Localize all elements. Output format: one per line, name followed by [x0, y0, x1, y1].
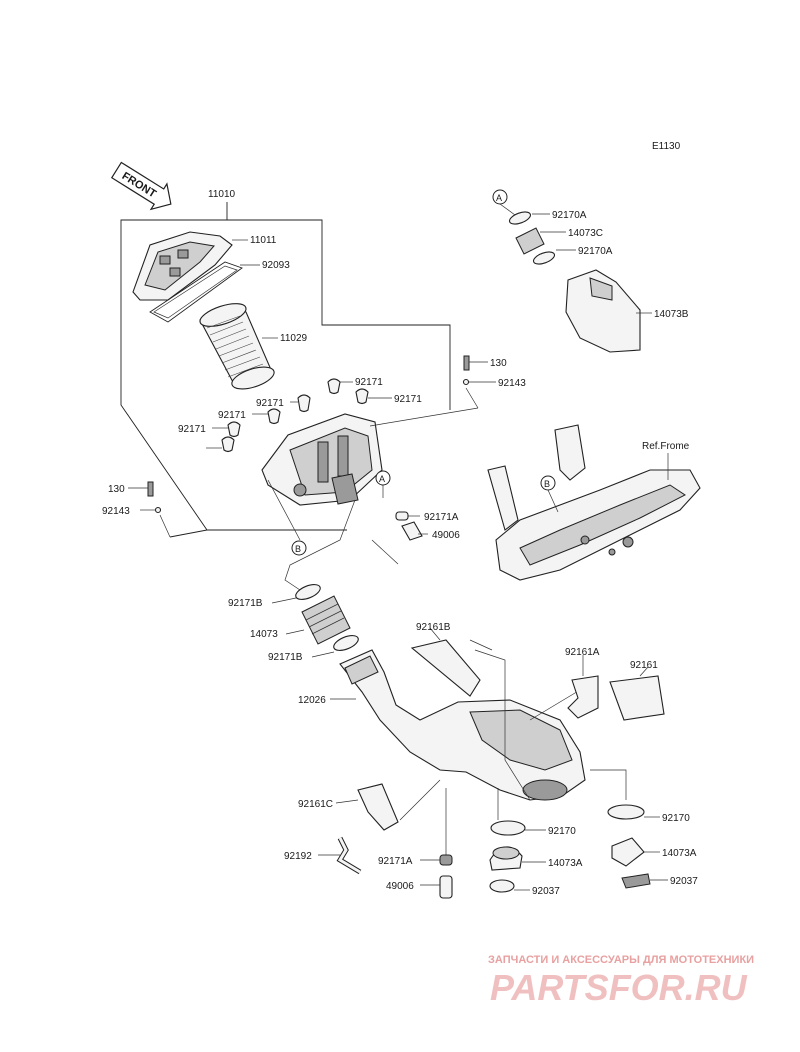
duct-clamps-part — [271, 584, 359, 658]
marker-a-label-2: A — [496, 193, 502, 203]
frame-reference-part: Ref.Frome B — [487, 424, 701, 581]
callout-92161c[interactable]: 92161C — [298, 799, 333, 810]
callout-92171-e[interactable]: 92171 — [178, 424, 206, 435]
callout-labels: 11010 11011 92093 11029 130 92143 92171 … — [102, 189, 698, 897]
marker-b-label: B — [295, 544, 301, 554]
pad-parts — [335, 627, 665, 831]
callout-92171a-upper[interactable]: 92171A — [424, 512, 459, 523]
air-box-housing-part — [261, 407, 479, 506]
marker-a-label: A — [379, 474, 385, 484]
callout-92170a-1[interactable]: 92170A — [552, 210, 587, 221]
air-cleaner-cover-part — [132, 231, 248, 301]
callout-92161b[interactable]: 92161B — [416, 622, 451, 633]
callout-11010[interactable]: 11010 — [208, 189, 236, 200]
callout-49006-upper[interactable]: 49006 — [432, 530, 460, 541]
diagram-code: E1130 — [652, 141, 681, 152]
marker-b-airbox: B — [291, 540, 307, 556]
callout-92192[interactable]: 92192 — [284, 851, 312, 862]
drain-plug-part-upper — [395, 511, 428, 541]
front-arrow-icon: FRONT — [110, 161, 172, 211]
callout-92170-center[interactable]: 92170 — [548, 826, 576, 837]
callout-92037-center[interactable]: 92037 — [532, 886, 560, 897]
watermark-logo: PARTSFOR.RU — [490, 967, 748, 1008]
watermark: ЗАПЧАСТИ И АКСЕССУАРЫ ДЛЯ МОТОТЕХНИКИ PA… — [488, 954, 754, 1008]
callout-14073[interactable]: 14073 — [250, 629, 278, 640]
callout-130-upper[interactable]: 130 — [490, 358, 507, 369]
callout-49006-lower[interactable]: 49006 — [386, 881, 414, 892]
callout-92093[interactable]: 92093 — [262, 260, 290, 271]
callout-92171b-1[interactable]: 92171B — [228, 598, 263, 609]
bolt-part-upper — [462, 355, 496, 409]
intake-duct-part-12026 — [330, 649, 586, 801]
callout-92170a-2[interactable]: 92170A — [578, 246, 613, 257]
marker-b-label-2: B — [544, 479, 550, 489]
air-cleaner-assembly-frame — [120, 202, 451, 538]
leader-lines-airbox — [267, 479, 399, 591]
marker-a-parts: A — [492, 189, 576, 265]
duct-part-14073b — [565, 269, 652, 353]
callout-92171-d[interactable]: 92171 — [218, 410, 246, 421]
watermark-tagline: ЗАПЧАСТИ И АКСЕССУАРЫ ДЛЯ МОТОТЕХНИКИ — [488, 954, 754, 966]
callout-12026[interactable]: 12026 — [298, 695, 326, 706]
drain-plug-part-lower — [420, 788, 453, 899]
gasket-part — [149, 261, 260, 323]
callout-92171-c[interactable]: 92171 — [394, 394, 422, 405]
callout-92170-right[interactable]: 92170 — [662, 813, 690, 824]
callout-14073c[interactable]: 14073C — [568, 228, 603, 239]
callout-92143-left[interactable]: 92143 — [102, 506, 130, 517]
callout-92171b-2[interactable]: 92171B — [268, 652, 303, 663]
callout-14073a-center[interactable]: 14073A — [548, 858, 583, 869]
callout-92171-a[interactable]: 92171 — [355, 377, 383, 388]
callout-92037-right[interactable]: 92037 — [670, 876, 698, 887]
callout-92171a-lower[interactable]: 92171A — [378, 856, 413, 867]
leader-lines-lower — [399, 639, 627, 821]
callout-92161a[interactable]: 92161A — [565, 647, 600, 658]
callout-14073b[interactable]: 14073B — [654, 309, 689, 320]
hose-part-92192 — [318, 836, 362, 875]
callout-92171-b[interactable]: 92171 — [256, 398, 284, 409]
bolt-part-left — [128, 481, 171, 538]
callout-11029[interactable]: 11029 — [280, 333, 308, 344]
clamp-cap-parts-right — [607, 804, 668, 889]
clip-parts — [206, 378, 392, 453]
callout-130-left[interactable]: 130 — [108, 484, 125, 495]
marker-a-airbox: A — [375, 470, 391, 498]
callout-92161[interactable]: 92161 — [630, 660, 658, 671]
callout-14073a-right[interactable]: 14073A — [662, 848, 697, 859]
clamp-cap-parts-center — [489, 820, 546, 893]
air-filter-element-part — [199, 303, 278, 390]
callout-92143-upper[interactable]: 92143 — [498, 378, 526, 389]
ref-frame-label: Ref.Frome — [642, 441, 690, 452]
callout-11011[interactable]: 11011 — [250, 235, 277, 246]
